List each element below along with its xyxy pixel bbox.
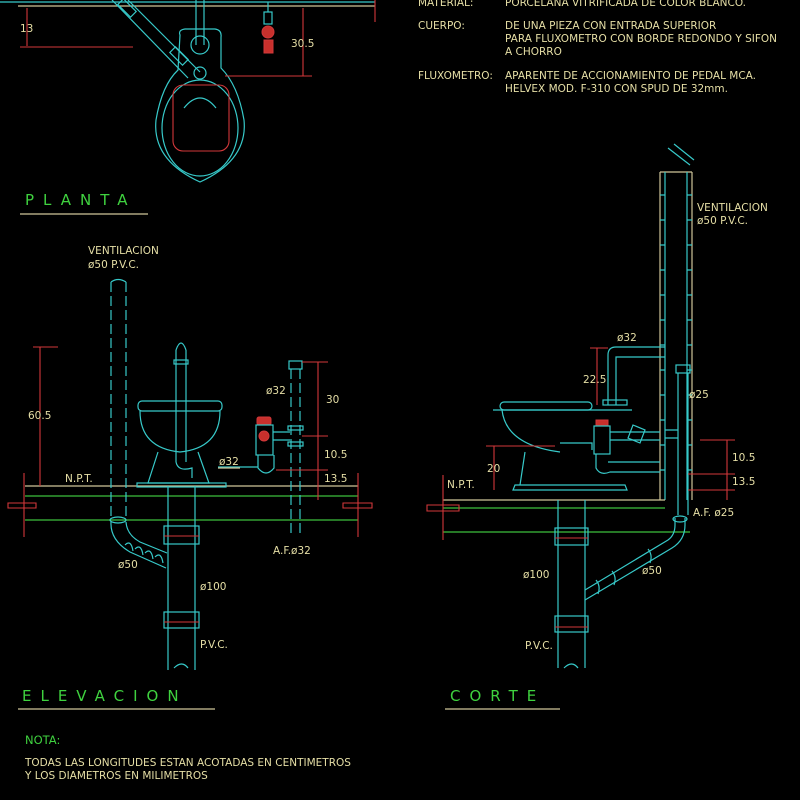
flush-valve-plan <box>261 2 275 54</box>
pipe-25-label: ø25 <box>689 389 709 401</box>
dimension-20: 20 <box>487 463 500 475</box>
spec-material-line: PORCELANA VITRIFICADA DE COLOR BLANCO. <box>505 0 746 9</box>
npt-label: N.P.T. <box>447 479 475 491</box>
flush-valve <box>218 416 290 474</box>
spec-fluxometro-line: APARENTE DE ACCIONAMIENTO DE PEDAL MCA. <box>505 70 756 82</box>
dimension-13-5: 13.5 <box>732 476 755 488</box>
spec-label-cuerpo: CUERPO: <box>418 20 465 32</box>
supply-pipe-label: ø32 <box>266 385 286 397</box>
spec-cuerpo-line: PARA FLUXOMETRO CON BORDE REDONDO Y SIFO… <box>505 33 777 45</box>
note-line: Y LOS DIAMETROS EN MILIMETROS <box>24 770 208 782</box>
specifications: MATERIAL: PORCELANA VITRIFICADA DE COLOR… <box>418 0 777 95</box>
vent-size-label: ø50 P.V.C. <box>697 215 748 227</box>
supply-pipe <box>287 360 304 535</box>
drain-pipe-100 <box>163 486 200 670</box>
spec-cuerpo-line: A CHORRO <box>505 46 562 58</box>
dimension-label: 30.5 <box>291 38 314 50</box>
section-view: VENTILACION ø50 P.V.C. <box>426 143 768 710</box>
view-title-elevacion: ELEVACION <box>22 687 188 705</box>
supply-pipe-32 <box>602 346 665 406</box>
npt-label: N.P.T. <box>65 473 93 485</box>
spec-label-material: MATERIAL: <box>418 0 473 9</box>
note-title: NOTA: <box>25 733 60 747</box>
pipe-50-label: ø50 <box>118 559 138 571</box>
dimension-10-5: 10.5 <box>732 452 755 464</box>
note: NOTA: TODAS LAS LONGITUDES ESTAN ACOTADA… <box>24 733 351 782</box>
supply-pipe-25 <box>665 364 691 515</box>
vent-label: VENTILACION <box>88 245 159 257</box>
spec-fluxometro-line: HELVEX MOD. F-310 CON SPUD DE 32mm. <box>505 83 728 95</box>
plan-view: 13 30.5 PLANTA <box>0 0 376 215</box>
flux-pipe-label: ø32 <box>219 456 239 468</box>
pipe-100-label: ø100 <box>523 569 549 581</box>
dimension-30: 30 <box>326 394 339 406</box>
dimension-30-5: 30.5 <box>225 8 314 77</box>
spec-label-fluxometro: FLUXOMETRO: <box>418 70 493 82</box>
dimension-13-5: 13.5 <box>324 473 347 485</box>
view-title-planta: PLANTA <box>25 191 137 209</box>
view-title-corte: CORTE <box>450 687 545 705</box>
toilet-section <box>493 401 660 491</box>
af-label: A.F. ø25 <box>693 507 734 519</box>
pipe-100-label: ø100 <box>200 581 226 593</box>
pipe-50-label: ø50 <box>642 565 662 577</box>
elevation-view: VENTILACION ø50 P.V.C. <box>7 245 373 710</box>
pvc-label: P.V.C. <box>525 640 553 652</box>
pvc-label: P.V.C. <box>200 639 228 651</box>
dimension-13: 13 <box>20 8 133 48</box>
vent-size-label: ø50 P.V.C. <box>88 259 139 271</box>
af-label: A.F.ø32 <box>273 545 311 557</box>
dimension-22-5: 22.5 <box>583 374 606 386</box>
spec-cuerpo-line: DE UNA PIEZA CON ENTRADA SUPERIOR <box>505 20 716 32</box>
toilet-plan <box>155 0 245 183</box>
toilet-elevation <box>136 342 227 488</box>
drain-pipe-50 <box>584 515 688 601</box>
dimension-label: 13 <box>20 23 33 35</box>
dimension-60-5: 60.5 <box>28 410 51 422</box>
drain-pipe-diagonal <box>111 0 201 79</box>
pipe-32-label: ø32 <box>617 332 637 344</box>
vent-pipe <box>109 278 168 569</box>
vent-label: VENTILACION <box>697 202 768 214</box>
drain-pipe-100 <box>554 500 589 669</box>
note-line: TODAS LAS LONGITUDES ESTAN ACOTADAS EN C… <box>24 757 351 769</box>
wall-bricks <box>660 194 692 471</box>
dimension-10-5: 10.5 <box>324 449 347 461</box>
